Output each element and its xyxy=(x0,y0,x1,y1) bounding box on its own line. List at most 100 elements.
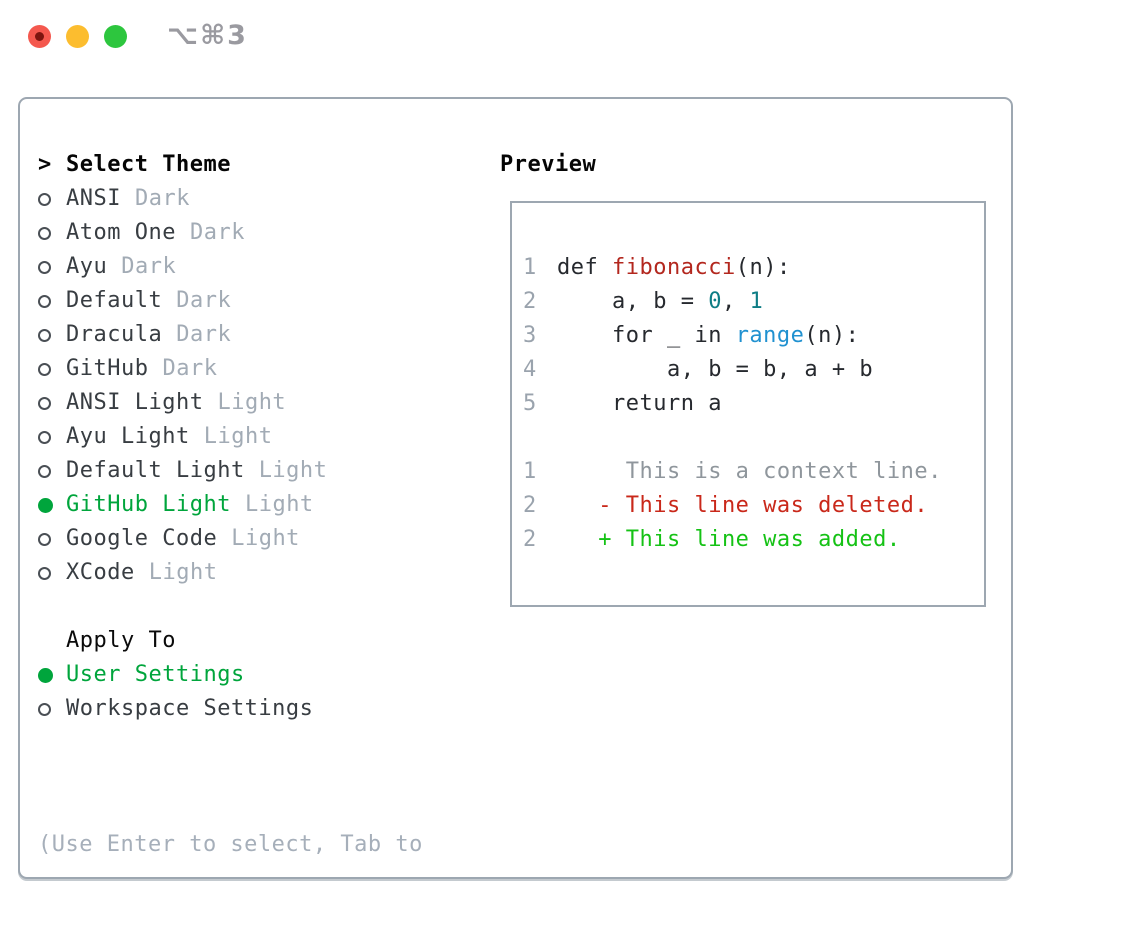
apply-option-workspace-settings[interactable]: Workspace Settings xyxy=(38,692,423,726)
code-segment: 0 xyxy=(708,289,722,314)
theme-variant-tag: Light xyxy=(258,458,328,483)
theme-variant-tag: Dark xyxy=(162,356,218,381)
theme-name: Ayu Light xyxy=(66,424,190,449)
code-line xyxy=(523,421,984,455)
code-line: 3 for _ in range(n): xyxy=(523,319,984,353)
code-segment: def xyxy=(557,255,612,280)
theme-name: ANSI xyxy=(66,186,121,211)
line-number: 4 xyxy=(523,357,537,382)
radio-off-icon xyxy=(38,464,51,478)
theme-option-default-light[interactable]: Default Light Light xyxy=(38,454,423,488)
apply-to-header-row: Apply To xyxy=(38,624,423,658)
line-number: 2 xyxy=(523,493,537,518)
code-segment: (n): xyxy=(804,323,860,348)
radio-on-icon xyxy=(38,667,53,683)
theme-option-atom-one[interactable]: Atom One Dark xyxy=(38,216,423,250)
theme-variant-tag: Light xyxy=(231,526,300,551)
code-line: 2 + This line was added. xyxy=(523,523,984,557)
spacer xyxy=(38,726,423,760)
line-number: 1 xyxy=(523,459,537,484)
theme-name: Default xyxy=(66,288,163,313)
radio-off-icon xyxy=(38,396,51,410)
radio-off-icon xyxy=(38,430,51,444)
code-segment: a, b = b, a + b xyxy=(557,357,874,382)
radio-off-icon xyxy=(38,294,51,308)
line-number: 2 xyxy=(523,289,537,314)
theme-variant-tag: Dark xyxy=(176,288,232,313)
radio-off-icon xyxy=(38,532,51,546)
theme-variant-tag: Dark xyxy=(121,254,177,279)
theme-name: Google Code xyxy=(66,526,218,551)
code-segment: return a xyxy=(557,391,722,416)
theme-variant-tag: Dark xyxy=(176,322,232,347)
code-segment: This is a context line. xyxy=(557,459,942,484)
code-segment: - This line was deleted. xyxy=(557,493,929,518)
theme-option-github[interactable]: GitHub Dark xyxy=(38,352,423,386)
code-line: 5 return a xyxy=(523,387,984,421)
radio-off-icon xyxy=(38,226,51,240)
select-theme-header: Select Theme xyxy=(66,152,231,177)
minimize-button[interactable] xyxy=(66,25,89,48)
close-button[interactable] xyxy=(28,25,51,48)
theme-name: Atom One xyxy=(66,220,176,245)
theme-variant-tag: Light xyxy=(148,560,218,585)
theme-option-dracula[interactable]: Dracula Dark xyxy=(38,318,423,352)
traffic-lights xyxy=(28,25,127,48)
theme-option-xcode[interactable]: XCode Light xyxy=(38,556,423,590)
theme-option-google-code[interactable]: Google Code Light xyxy=(38,522,423,556)
theme-name: XCode xyxy=(66,560,135,585)
apply-option-name: Workspace Settings xyxy=(66,696,314,721)
theme-option-ayu[interactable]: Ayu Dark xyxy=(38,250,423,284)
code-segment: range xyxy=(735,323,805,348)
hint-line-2: change focus) xyxy=(38,930,423,934)
spacer xyxy=(38,590,423,624)
radio-off-icon xyxy=(38,362,51,376)
theme-name: GitHub xyxy=(66,356,149,381)
code-segment: 1 xyxy=(749,289,764,314)
radio-on-icon xyxy=(38,497,53,513)
code-line: 2 - This line was deleted. xyxy=(523,489,984,523)
theme-option-ansi[interactable]: ANSI Dark xyxy=(38,182,423,216)
theme-name: Ayu xyxy=(66,254,108,279)
zoom-button[interactable] xyxy=(104,25,127,48)
theme-name: ANSI Light xyxy=(66,390,204,415)
theme-option-ayu-light[interactable]: Ayu Light Light xyxy=(38,420,423,454)
theme-variant-tag: Dark xyxy=(134,186,190,211)
code-segment: (n): xyxy=(735,255,791,280)
theme-variant-tag: Light xyxy=(203,424,273,449)
line-number: 5 xyxy=(523,391,537,416)
theme-name: Default Light xyxy=(66,458,245,483)
code-line: 4 a, b = b, a + b xyxy=(523,353,984,387)
code-segment: for _ in xyxy=(557,323,736,348)
window-title: ⌥⌘3 xyxy=(167,20,248,51)
apply-option-name: User Settings xyxy=(66,662,245,687)
code-segment: a, b = xyxy=(557,289,709,314)
radio-off-icon xyxy=(38,702,51,716)
code-segment: + This line was added. xyxy=(557,527,901,552)
select-theme-header-row: >Select Theme xyxy=(38,148,423,182)
apply-option-user-settings[interactable]: User Settings xyxy=(38,658,423,692)
line-number: 1 xyxy=(523,255,537,280)
code-line: 1 This is a context line. xyxy=(523,455,984,489)
close-dot-icon xyxy=(35,32,44,41)
radio-off-icon xyxy=(38,192,51,206)
theme-name: GitHub Light xyxy=(66,492,231,517)
theme-variant-tag: Light xyxy=(244,492,314,517)
hint-line-1: (Use Enter to select, Tab to xyxy=(38,832,423,857)
code-line: 2 a, b = 0, 1 xyxy=(523,285,984,319)
theme-option-default[interactable]: Default Dark xyxy=(38,284,423,318)
code-segment: , xyxy=(721,289,750,314)
theme-variant-tag: Dark xyxy=(189,220,245,245)
line-number: 3 xyxy=(523,323,537,348)
theme-name: Dracula xyxy=(66,322,163,347)
hint-text: (Use Enter to select, Tab to change focu… xyxy=(38,760,423,934)
theme-option-github-light[interactable]: GitHub Light Light xyxy=(38,488,423,522)
